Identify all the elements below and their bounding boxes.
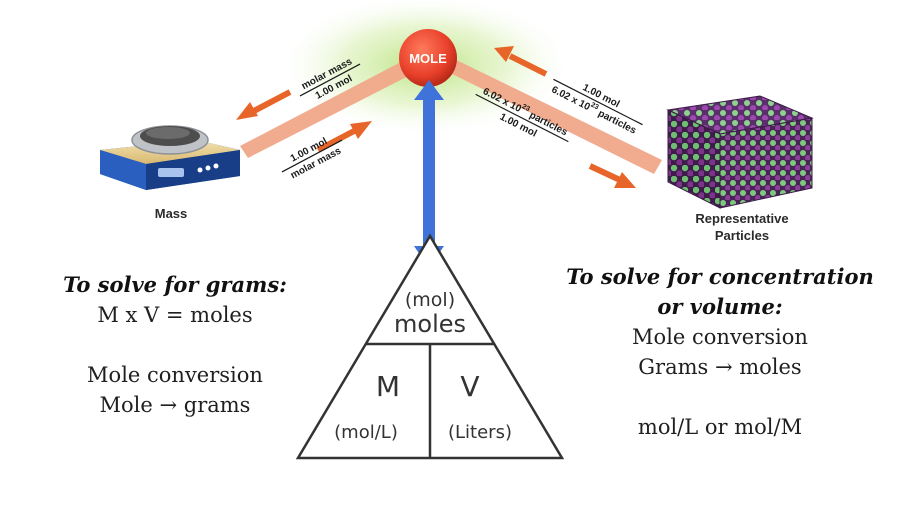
left-bar: [240, 52, 428, 158]
triangle-left-symbol: M: [376, 370, 400, 403]
mole-node-label: MOLE: [409, 51, 447, 66]
mass-label: Mass: [155, 206, 188, 221]
grams-to-moles-text: Grams → moles: [638, 355, 802, 379]
triangle-top-unit: (mol): [405, 289, 455, 311]
triangle-right-symbol: V: [460, 370, 479, 403]
mole-conversion-text: Mole conversion: [87, 363, 263, 387]
triangle-right-unit: (Liters): [448, 422, 512, 443]
mole-conversion-text: Mole conversion: [632, 325, 808, 349]
balance-scale-icon: [100, 125, 240, 190]
triangle-top-label: moles: [394, 310, 466, 338]
mxv-triangle: [295, 233, 565, 460]
molarity-units-text: mol/L or mol/M: [637, 415, 803, 439]
triangle-left-unit: (mol/L): [334, 422, 398, 443]
solve-for-grams-heading: To solve for grams:: [63, 272, 287, 297]
arrow-particles-to-mole: [494, 46, 548, 77]
right-bar: [432, 52, 662, 174]
solve-for-grams-panel: To solve for grams: M x V = moles Mole c…: [40, 270, 310, 420]
solve-for-concentration-heading-line2: or volume:: [657, 294, 783, 319]
particles-label-line2: Particles: [715, 228, 769, 243]
arrow-mole-to-mass: [236, 89, 292, 120]
arrow-mole-to-particles: [588, 163, 636, 188]
mole-node: MOLE: [399, 29, 457, 87]
formula-text: M x V = moles: [97, 303, 253, 327]
arrow-mass-to-mole: [316, 121, 372, 153]
solve-for-concentration-panel: To solve for concentration or volume: Mo…: [560, 262, 880, 442]
solve-for-concentration-heading-line1: To solve for concentration: [566, 264, 874, 289]
mole-to-grams-text: Mole → grams: [99, 393, 251, 417]
particles-label-line1: Representative: [695, 211, 788, 226]
particle-cube-icon: [666, 95, 814, 209]
